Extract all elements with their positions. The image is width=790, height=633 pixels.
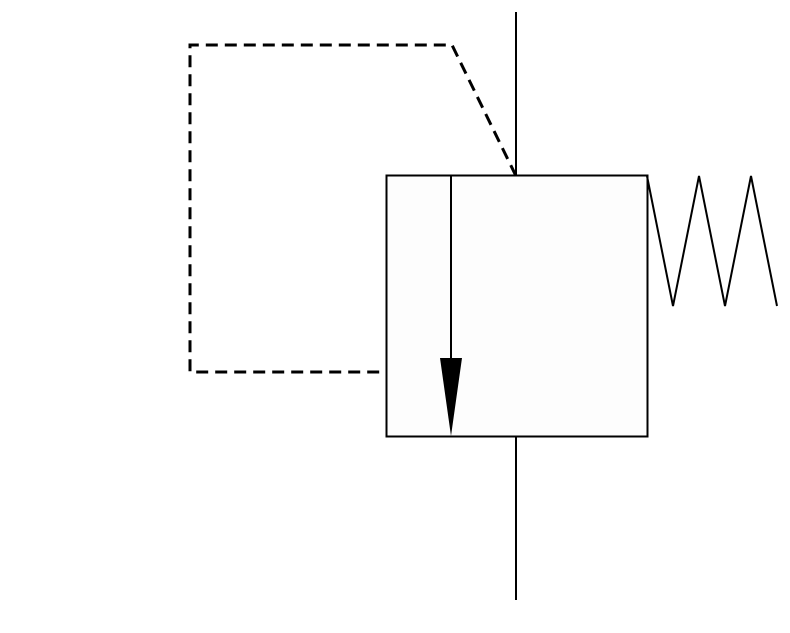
pilot-pressure-line [188,43,518,374]
valve-body [385,174,649,438]
spring-icon [646,175,778,307]
flow-arrow-icon [440,358,462,436]
